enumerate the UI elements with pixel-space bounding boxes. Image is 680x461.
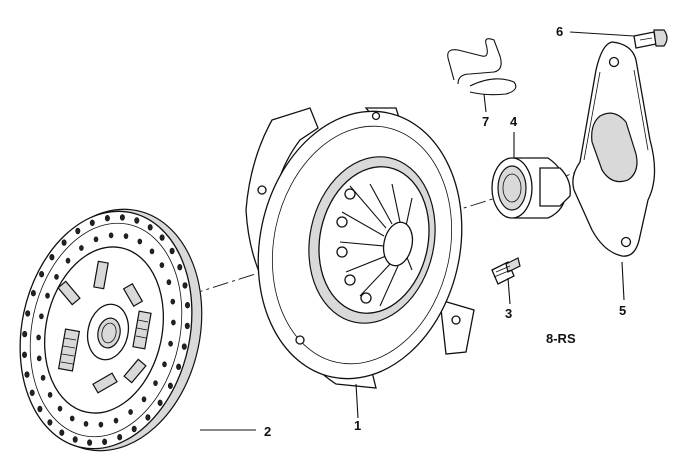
disc-rivet (167, 382, 173, 389)
disc-rivet (128, 409, 133, 415)
disc-rivet (79, 245, 84, 251)
disc-rivet (123, 233, 129, 239)
callout-6: 6 (556, 24, 563, 39)
disc-rivet (159, 262, 165, 268)
disc-rivet (182, 282, 188, 289)
disc-rivet (69, 415, 75, 422)
disc-rivet (39, 313, 44, 320)
disc-rivet (75, 227, 81, 235)
disc-rivet (185, 302, 191, 309)
damper-springs (57, 260, 152, 394)
disc-rivet (49, 254, 55, 261)
disc-rivet (117, 434, 123, 441)
leader-lines (200, 31, 635, 431)
disc-rivets-inner (36, 232, 176, 428)
disc-rivet (93, 236, 99, 243)
disc-rivet (36, 355, 42, 362)
disc-rivet (113, 417, 119, 424)
disc-rivet (47, 419, 53, 426)
disc-rivet (98, 421, 104, 428)
callout-2: 2 (264, 424, 271, 439)
release-lever[interactable] (572, 41, 656, 257)
disc-rivet (21, 351, 27, 358)
disc-rivet (22, 330, 28, 338)
disc-rivet (72, 436, 78, 443)
disc-rivet (47, 391, 53, 398)
disc-rivet (131, 425, 137, 433)
disc-rivet (57, 405, 63, 412)
disc-rivet (87, 439, 93, 446)
disc-rivet (176, 363, 182, 370)
disc-rivet (36, 334, 41, 341)
disc-rivet (102, 438, 108, 445)
disc-rivet (162, 361, 167, 368)
disc-rivet (65, 257, 71, 264)
disc-rivet (159, 234, 165, 241)
disc-rivet (37, 405, 43, 413)
disc-rivet (54, 273, 59, 280)
disc-rivet (61, 239, 67, 246)
disc-rivet (171, 319, 176, 326)
diagram-code-label: 8-RS (546, 331, 576, 346)
disc-rivet (177, 264, 183, 271)
disc-rivet (169, 247, 175, 255)
callout-3: 3 (505, 306, 512, 321)
disc-rivet (181, 343, 187, 350)
guide-bolt[interactable] (491, 257, 521, 285)
disc-rivet (137, 238, 143, 245)
disc-rivet (29, 389, 35, 396)
disc-rivet (170, 298, 176, 305)
diaphragm-fingers (336, 183, 413, 307)
disc-rivet (40, 374, 46, 381)
disc-rivet (166, 279, 172, 286)
disc-rivet (108, 232, 114, 239)
callout-5: 5 (619, 303, 626, 318)
disc-rivet (145, 414, 151, 421)
disc-rivet (39, 271, 45, 278)
disc-rivet (168, 340, 173, 347)
callout-4: 4 (510, 114, 518, 129)
disc-rivet (24, 371, 30, 378)
disc-rivet (59, 429, 65, 436)
disc-rivet (83, 420, 89, 427)
disc-rivet (89, 219, 95, 227)
disc-rivets-outer (21, 214, 191, 446)
disc-rivet (184, 322, 190, 330)
callout-7: 7 (482, 114, 489, 129)
disc-rivet (153, 380, 158, 386)
disc-rivet (134, 217, 140, 224)
spring-clip[interactable] (447, 38, 517, 96)
release-bearing[interactable] (491, 157, 571, 219)
disc-rivet (157, 399, 163, 406)
disc-rivet (149, 248, 155, 255)
clutch-disc[interactable] (0, 192, 223, 461)
disc-rivet (141, 396, 147, 403)
pressure-plate[interactable] (234, 92, 486, 398)
lever-pin[interactable] (633, 29, 668, 49)
disc-rivet (104, 215, 110, 222)
disc-rivet (30, 290, 36, 297)
disc-rivet (119, 214, 125, 221)
callout-1: 1 (354, 418, 361, 433)
disc-rivet (25, 310, 31, 317)
disc-rivet (45, 292, 50, 299)
disc-rivet (147, 224, 153, 231)
